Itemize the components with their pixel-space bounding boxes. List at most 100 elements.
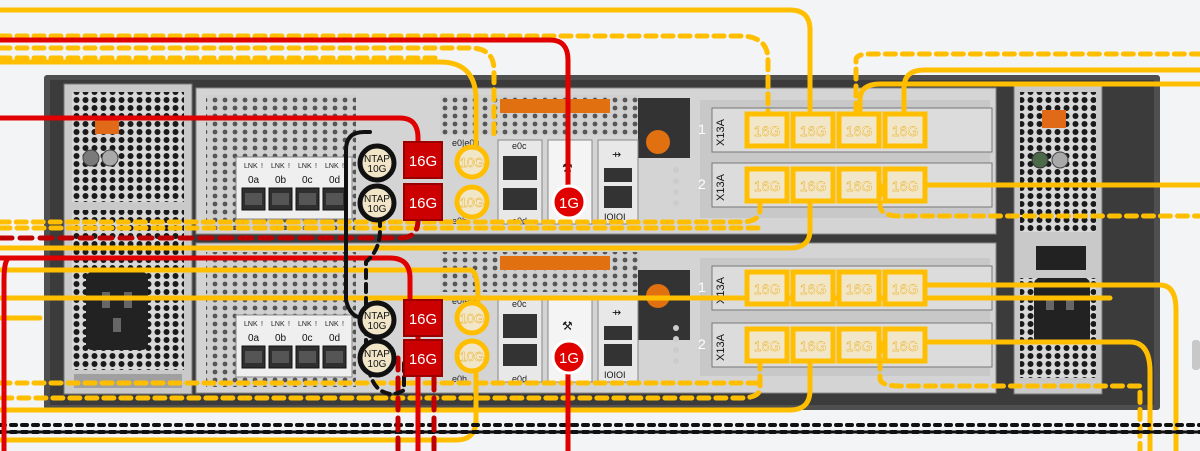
fc-16g-badge: 16G [403, 299, 443, 337]
slot-16g-port: 16G [836, 111, 882, 149]
lnk-indicator: ! [315, 321, 317, 328]
controller-handle[interactable] [500, 256, 610, 270]
fc-port-label-0b: 0b [275, 333, 287, 344]
svg-text:16G: 16G [892, 178, 918, 194]
usb-port[interactable] [604, 326, 632, 340]
usb-port[interactable] [604, 168, 632, 182]
psu-release-tab[interactable] [95, 118, 119, 134]
cable-16g-solid [0, 37, 571, 451]
eth-label-bottom: e0d [512, 374, 527, 384]
lnk-indicator: ! [288, 321, 290, 328]
usb-icon: ⇸ [612, 307, 621, 319]
card-label: X13A [715, 333, 727, 361]
slot-16g-port: 16G [790, 111, 836, 149]
lnk-label: LNK [298, 163, 312, 170]
lnk-label: LNK [298, 321, 312, 328]
lnk-label: LNK [244, 163, 258, 170]
rj45-port[interactable] [503, 344, 537, 366]
console-port[interactable] [604, 344, 632, 366]
wrench-icon: ⚒ [562, 319, 573, 333]
rj45-port[interactable] [503, 156, 537, 180]
svg-text:16G: 16G [892, 281, 918, 297]
svg-text:10G: 10G [460, 155, 485, 170]
fc-16g-badge: 16G [403, 183, 443, 221]
fc-port-label-0d: 0d [329, 333, 340, 344]
lnk-label: LNK [325, 163, 339, 170]
slot-16g-port: 16G [836, 326, 882, 364]
ten-g-label-top: e0|e0g [452, 138, 479, 148]
status-led [673, 167, 679, 173]
slot-16g-port: 16G [744, 166, 790, 204]
svg-text:10G: 10G [460, 349, 485, 364]
slot-16g-port: 16G [882, 166, 928, 204]
psu-release-tab[interactable] [1042, 110, 1066, 128]
controller-handle[interactable] [500, 99, 610, 113]
svg-text:16G: 16G [754, 281, 780, 297]
svg-text:1G: 1G [559, 195, 579, 212]
svg-text:16G: 16G [846, 338, 872, 354]
usb-icon: ⇸ [612, 149, 621, 161]
card-label: X13A [715, 118, 727, 146]
ethernet-ports: e0c e0d [497, 297, 543, 384]
cam-latch[interactable] [646, 130, 670, 154]
svg-text:16G: 16G [409, 153, 437, 170]
svg-text:10G: 10G [368, 204, 387, 215]
lnk-label: LNK [271, 163, 285, 170]
power-switch-icon[interactable] [1036, 246, 1086, 270]
lnk-indicator: ! [315, 163, 317, 170]
status-led [673, 347, 679, 353]
ten-g-label-bottom: e0h [452, 374, 467, 384]
svg-text:16G: 16G [800, 123, 826, 139]
svg-text:10G: 10G [368, 359, 387, 370]
slot-16g-port: 16G [790, 166, 836, 204]
lnk-indicator: ! [342, 321, 344, 328]
svg-text:NTAP: NTAP [364, 311, 390, 322]
slot-number: 2 [698, 336, 706, 352]
slot-16g-port: 16G [744, 326, 790, 364]
status-led [673, 325, 679, 331]
svg-text:NTAP: NTAP [364, 194, 390, 205]
svg-text:16G: 16G [754, 123, 780, 139]
rj45-port[interactable] [503, 188, 537, 210]
slot-16g-port: 16G [882, 269, 928, 307]
scrollbar-thumb[interactable] [1192, 340, 1200, 370]
svg-text:16G: 16G [754, 178, 780, 194]
lnk-label: LNK [271, 321, 285, 328]
slot-16g-port: 16G [882, 326, 928, 364]
svg-text:16G: 16G [892, 123, 918, 139]
fc-port-label-0c: 0c [302, 333, 313, 344]
ten-g-badge: 10G [454, 300, 490, 336]
lnk-indicator: ! [261, 321, 263, 328]
card-label: X13A [715, 173, 727, 201]
svg-text:16G: 16G [754, 338, 780, 354]
svg-text:16G: 16G [409, 195, 437, 212]
svg-text:16G: 16G [800, 281, 826, 297]
fc-16g-badge: 16G [403, 339, 443, 377]
lnk-indicator: ! [261, 163, 263, 170]
svg-text:1G: 1G [559, 350, 579, 367]
lnk-label: LNK [325, 321, 339, 328]
console-port[interactable] [604, 186, 632, 208]
eth-label-top: e0c [512, 299, 527, 309]
fc-port-label-0a: 0a [248, 175, 260, 186]
svg-text:16G: 16G [892, 338, 918, 354]
right-power-supply [1013, 83, 1103, 395]
svg-text:16G: 16G [846, 123, 872, 139]
psu-led [82, 149, 100, 167]
power-inlet-icon[interactable] [86, 272, 148, 350]
fc-port-label-0c: 0c [302, 175, 313, 186]
power-inlet-icon[interactable] [1034, 278, 1090, 344]
svg-text:16G: 16G [800, 338, 826, 354]
svg-text:16G: 16G [409, 311, 437, 328]
slot-16g-port: 16G [790, 269, 836, 307]
rj45-port[interactable] [503, 314, 537, 338]
svg-text:16G: 16G [846, 281, 872, 297]
svg-text:16G: 16G [846, 178, 872, 194]
